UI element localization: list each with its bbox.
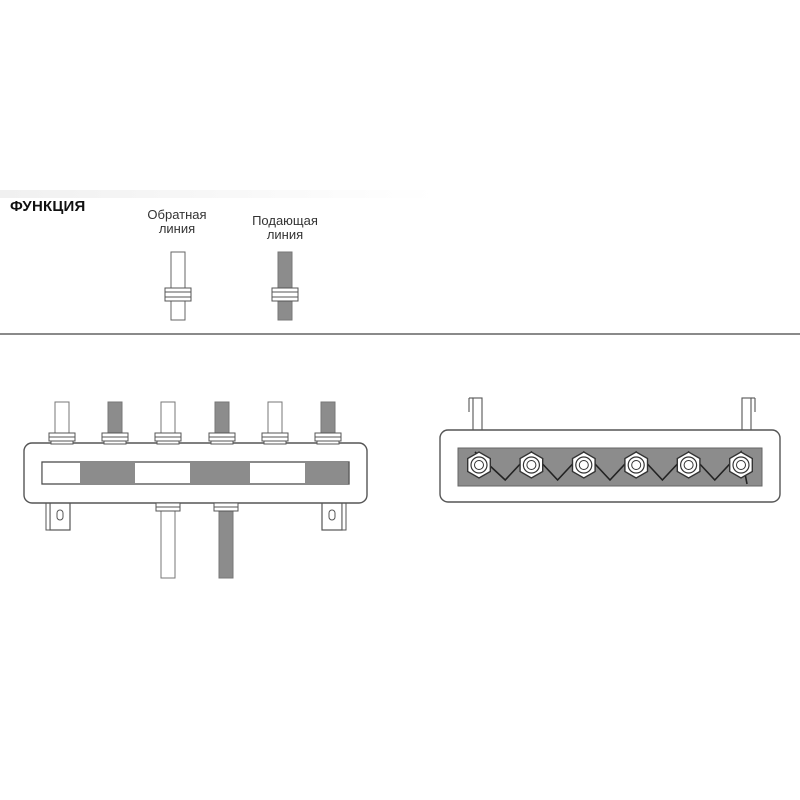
front-top-nuts [48, 432, 342, 445]
manifold-channel [41, 461, 350, 485]
channel-segment-return [135, 463, 190, 483]
diagram-title: ФУНКЦИЯ [10, 198, 86, 215]
legend-return-pipe [164, 251, 192, 321]
left-hanger [468, 397, 483, 433]
channel-segment-return [250, 463, 305, 483]
legend-return-label-line2: линия [158, 221, 196, 236]
legend-supply-label: Подающая линия [230, 214, 340, 242]
legend-supply-label-line1: Подающая [252, 213, 318, 228]
front-bottom-nuts [155, 502, 239, 512]
hex-nut [624, 451, 649, 479]
manifold-top-view [439, 397, 781, 503]
manifold-front-view [23, 401, 368, 579]
top-pipe-nut [314, 432, 342, 445]
channel-segment-supply [80, 463, 135, 483]
channel-segment-supply [305, 463, 349, 483]
bottom-pipe-nut [155, 502, 181, 512]
title-bar [0, 190, 436, 198]
legend-supply-label-line2: линия [266, 227, 304, 242]
top-pipe-nut [261, 432, 289, 445]
top-pipe-nut [101, 432, 129, 445]
top-pipe-nut [154, 432, 182, 445]
front-top-pipes [54, 401, 336, 439]
legend-return-label: Обратная линия [122, 208, 232, 236]
legend-return-label-line1: Обратная [147, 207, 207, 222]
hex-nut [571, 451, 596, 479]
bottom-pipe-nut [213, 502, 239, 512]
channel-segment-return [42, 463, 80, 483]
channel-segment-supply [190, 463, 250, 483]
hex-nut [519, 451, 544, 479]
hex-nut [676, 451, 701, 479]
right-mount-bracket [321, 499, 347, 531]
left-mount-bracket [45, 499, 71, 531]
top-view-nuts [467, 451, 753, 479]
right-hanger [741, 397, 756, 433]
top-pipe-nut [208, 432, 236, 445]
hex-nut [729, 451, 753, 479]
hex-nut [467, 451, 491, 479]
top-view-channel [457, 447, 763, 487]
top-pipe-nut [48, 432, 76, 445]
legend-supply-pipe [271, 251, 299, 321]
